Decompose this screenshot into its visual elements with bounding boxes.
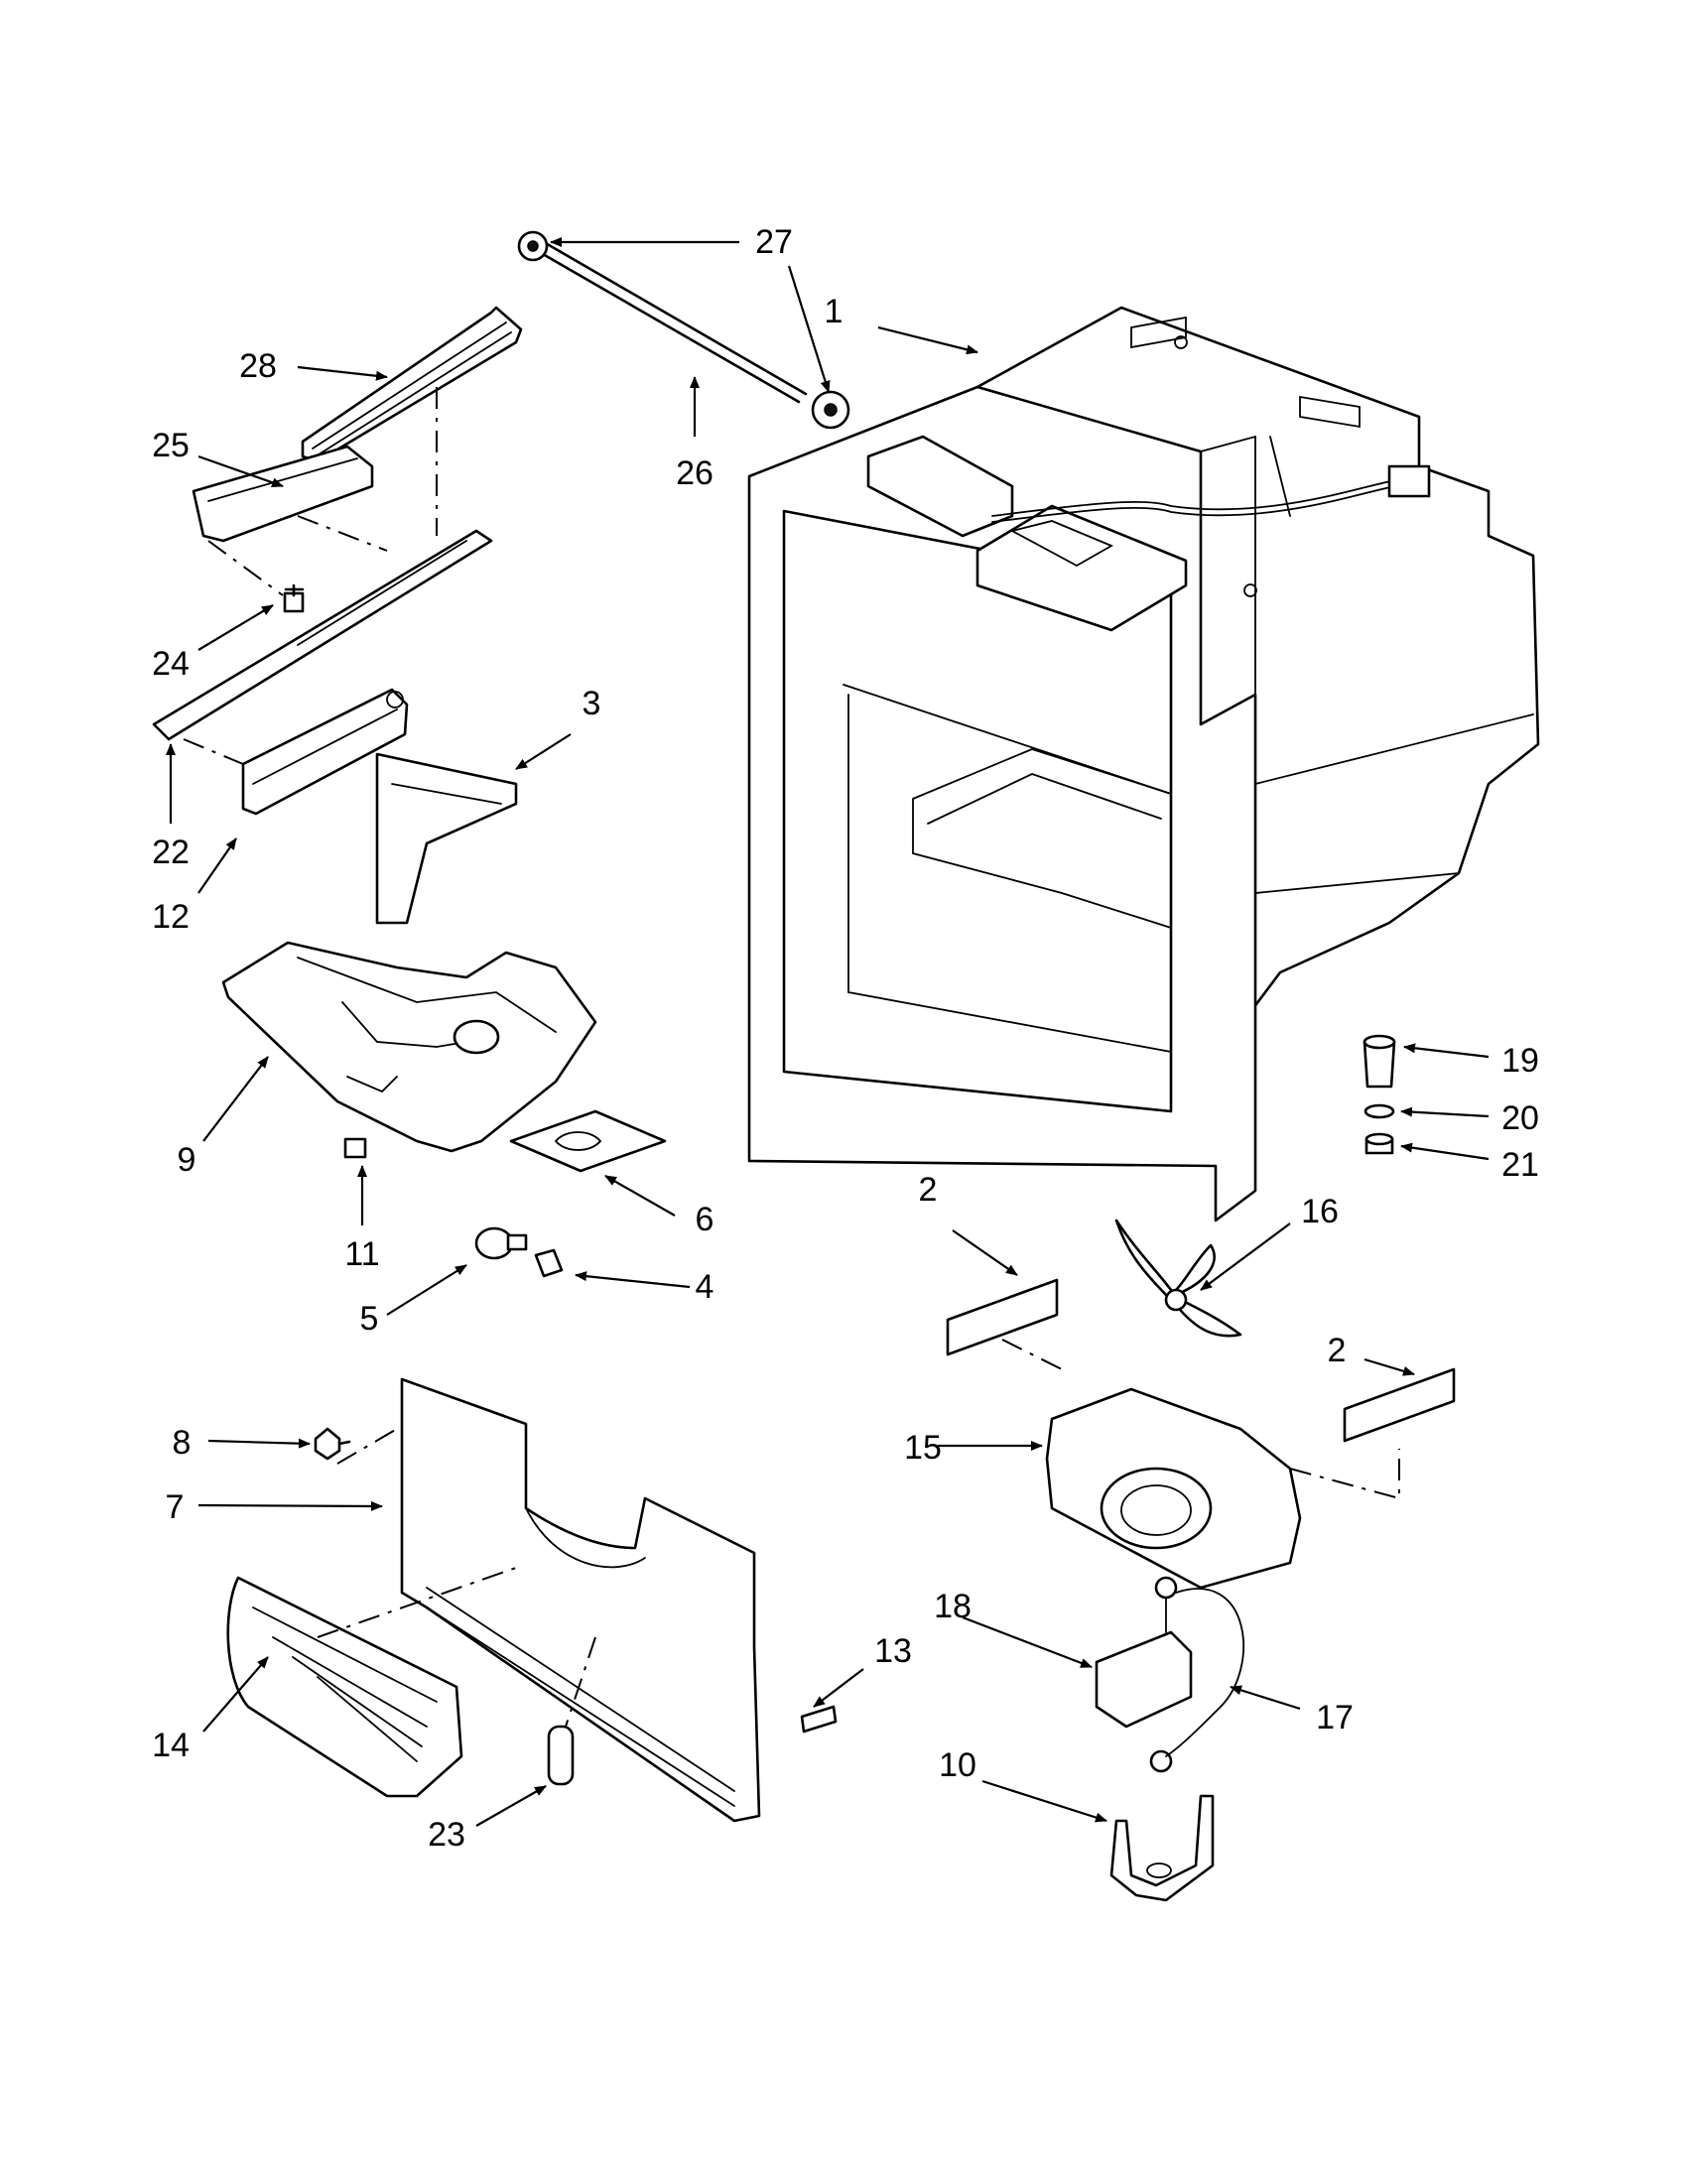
motor-bracket <box>1109 1794 1215 1902</box>
slide-rail-upper <box>301 306 523 463</box>
evaporator-cover <box>400 1377 761 1823</box>
label-24: 24 <box>152 645 190 683</box>
slide-bracket <box>192 445 374 543</box>
rail-bracket <box>241 688 409 816</box>
insulation-pad-left <box>946 1278 1059 1356</box>
label-2-right: 2 <box>1328 1332 1347 1369</box>
insulation-pad-right <box>1343 1367 1456 1443</box>
fan-shroud <box>1045 1387 1302 1590</box>
lamp-socket <box>534 1248 564 1278</box>
label-21: 21 <box>1501 1146 1539 1184</box>
label-27: 27 <box>755 223 793 261</box>
screw-24 <box>283 583 305 613</box>
foam-strip <box>800 1705 838 1734</box>
light-switch <box>343 1137 367 1159</box>
leader-lines <box>166 237 1490 1827</box>
label-5: 5 <box>360 1300 379 1338</box>
label-12: 12 <box>152 898 190 936</box>
fan-blade <box>1114 1219 1242 1338</box>
leveling-washer <box>1363 1103 1395 1119</box>
leveling-leg <box>1363 1034 1396 1089</box>
label-19: 19 <box>1501 1042 1539 1080</box>
leveling-cap <box>1364 1132 1394 1155</box>
label-3: 3 <box>583 685 601 722</box>
screw-8 <box>314 1427 351 1461</box>
label-1: 1 <box>825 293 844 330</box>
label-7: 7 <box>166 1488 185 1526</box>
side-bracket <box>375 752 518 925</box>
label-17: 17 <box>1316 1699 1354 1736</box>
vent-grille <box>226 1576 463 1798</box>
label-22: 22 <box>152 834 190 871</box>
label-13: 13 <box>874 1632 912 1670</box>
label-4: 4 <box>696 1268 714 1306</box>
label-8: 8 <box>173 1424 192 1462</box>
part-labels: 1 2 2 3 4 5 6 7 8 9 10 11 12 13 14 15 16… <box>152 223 1539 1854</box>
drawer-rail <box>152 529 493 741</box>
label-10: 10 <box>939 1746 976 1784</box>
label-2-left: 2 <box>919 1171 938 1209</box>
label-28: 28 <box>239 347 277 385</box>
fan-motor <box>1095 1576 1245 1773</box>
label-18: 18 <box>934 1588 972 1625</box>
air-duct-cover <box>221 941 597 1153</box>
label-26: 26 <box>676 454 714 492</box>
label-20: 20 <box>1501 1099 1539 1137</box>
label-11: 11 <box>344 1235 379 1273</box>
label-15: 15 <box>904 1429 942 1467</box>
thermistor <box>547 1725 575 1786</box>
alignment-lines <box>183 387 1400 1728</box>
freezer-liner <box>747 306 1540 1222</box>
label-9: 9 <box>178 1141 196 1179</box>
label-16: 16 <box>1301 1193 1339 1230</box>
drawer-pinion-shaft <box>517 230 850 430</box>
light-bulb <box>474 1226 528 1260</box>
label-6: 6 <box>696 1201 714 1238</box>
label-14: 14 <box>152 1727 190 1764</box>
label-23: 23 <box>428 1816 465 1854</box>
insulation-pad <box>509 1109 667 1173</box>
label-25: 25 <box>152 427 190 464</box>
